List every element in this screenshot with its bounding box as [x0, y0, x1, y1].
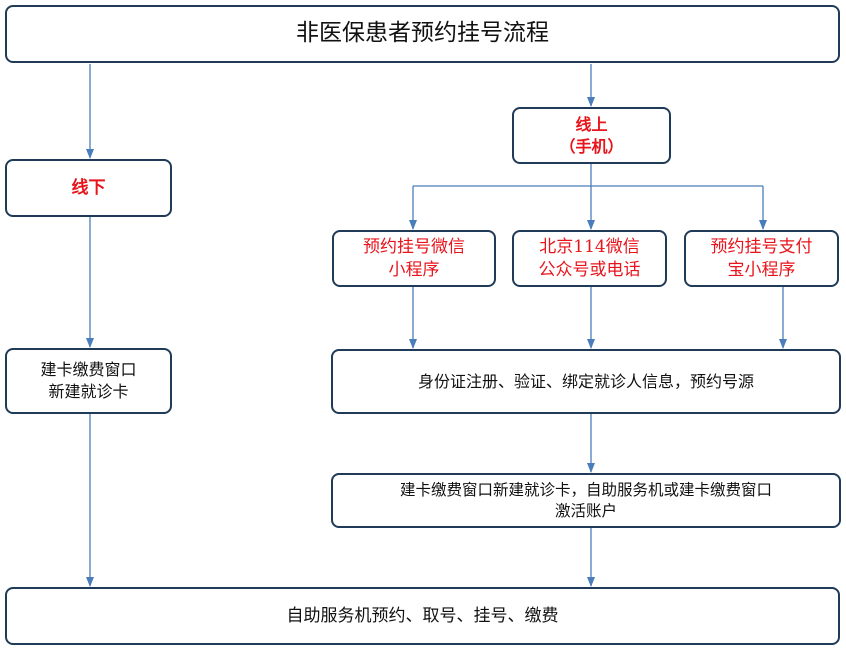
channel-wechat-mini-line1: 预约挂号微信	[363, 236, 465, 257]
final-step-text: 自助服务机预约、取号、挂号、缴费	[286, 605, 559, 626]
flow-title-box: 非医保患者预约挂号流程	[5, 5, 840, 63]
channel-beijing114-line2: 公众号或电话	[538, 259, 641, 280]
offline-card-window-line1: 建卡缴费窗口	[40, 360, 137, 380]
online-activate-line2: 激活账户	[554, 501, 617, 520]
offline-label: 线下	[71, 177, 106, 198]
offline-card-window-line2: 新建就诊卡	[48, 382, 129, 401]
online-sublabel: （手机）	[559, 136, 624, 156]
channel-alipay-mini-box: 预约挂号支付 宝小程序	[684, 230, 839, 287]
offline-card-window-box: 建卡缴费窗口 新建就诊卡	[5, 348, 172, 414]
channel-beijing114-box: 北京114微信 公众号或电话	[512, 230, 667, 287]
channel-wechat-mini-box: 预约挂号微信 小程序	[332, 230, 496, 287]
flow-title: 非医保患者预约挂号流程	[296, 20, 549, 47]
online-register-box: 身份证注册、验证、绑定就诊人信息，预约号源	[331, 349, 841, 414]
channel-beijing114-line1: 北京114微信	[539, 236, 640, 257]
online-box: 线上 （手机）	[512, 107, 671, 164]
channel-wechat-mini-line2: 小程序	[388, 259, 440, 280]
channel-alipay-mini-line1: 预约挂号支付	[710, 236, 813, 257]
online-label: 线上	[575, 114, 608, 134]
online-activate-line1: 建卡缴费窗口新建就诊卡，自助服务机或建卡缴费窗口	[399, 480, 772, 499]
online-register-text: 身份证注册、验证、绑定就诊人信息，预约号源	[417, 371, 754, 391]
offline-box: 线下	[5, 159, 172, 217]
online-activate-box: 建卡缴费窗口新建就诊卡，自助服务机或建卡缴费窗口 激活账户	[331, 473, 841, 528]
final-step-box: 自助服务机预约、取号、挂号、缴费	[5, 587, 840, 645]
channel-alipay-mini-line2: 宝小程序	[727, 259, 796, 280]
